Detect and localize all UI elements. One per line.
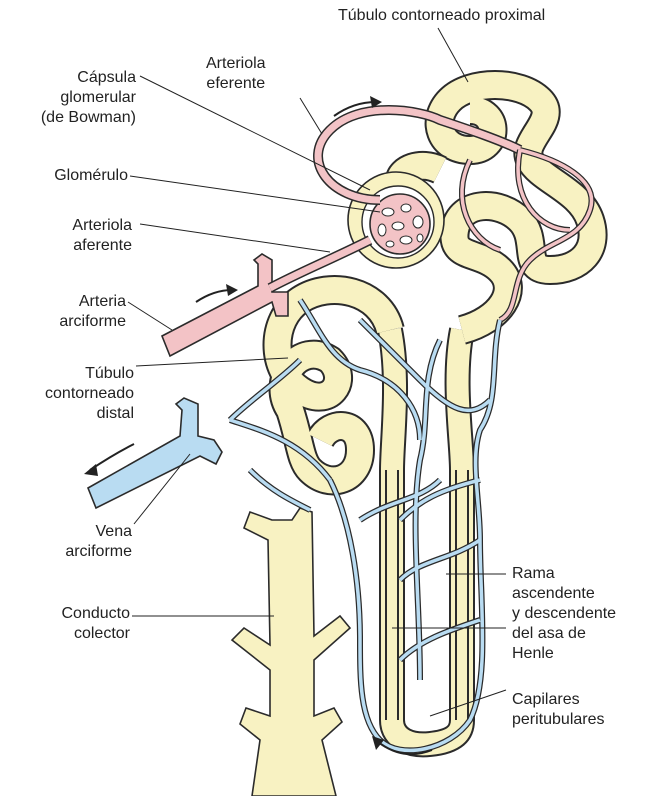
label-arteriola-eferente: Arteriola eferente xyxy=(206,54,266,94)
label-arteria-arciforme: Arteria arciforme xyxy=(59,292,126,332)
afferent-flow-arrow xyxy=(196,290,232,302)
label-capilares-peritubulares: Capilares peritubulares xyxy=(512,690,605,730)
label-conducto-colector: Conducto colector xyxy=(62,604,131,644)
distal-tubule xyxy=(278,290,391,480)
label-vena-arciforme: Vena arciforme xyxy=(65,522,132,562)
collecting-duct xyxy=(232,508,350,796)
label-arteriola-aferente: Arteriola aferente xyxy=(72,216,132,256)
label-glomerulo: Glomérulo xyxy=(54,166,128,186)
label-capsula-glomerular: Cápsula glomerular (de Bowman) xyxy=(41,68,136,128)
label-rama-henle: Rama ascendente y descendente del asa de… xyxy=(512,564,616,664)
label-tubulo-distal: Túbulo contorneado distal xyxy=(45,364,134,424)
label-tubulo-proximal: Túbulo contorneado proximal xyxy=(338,6,545,26)
